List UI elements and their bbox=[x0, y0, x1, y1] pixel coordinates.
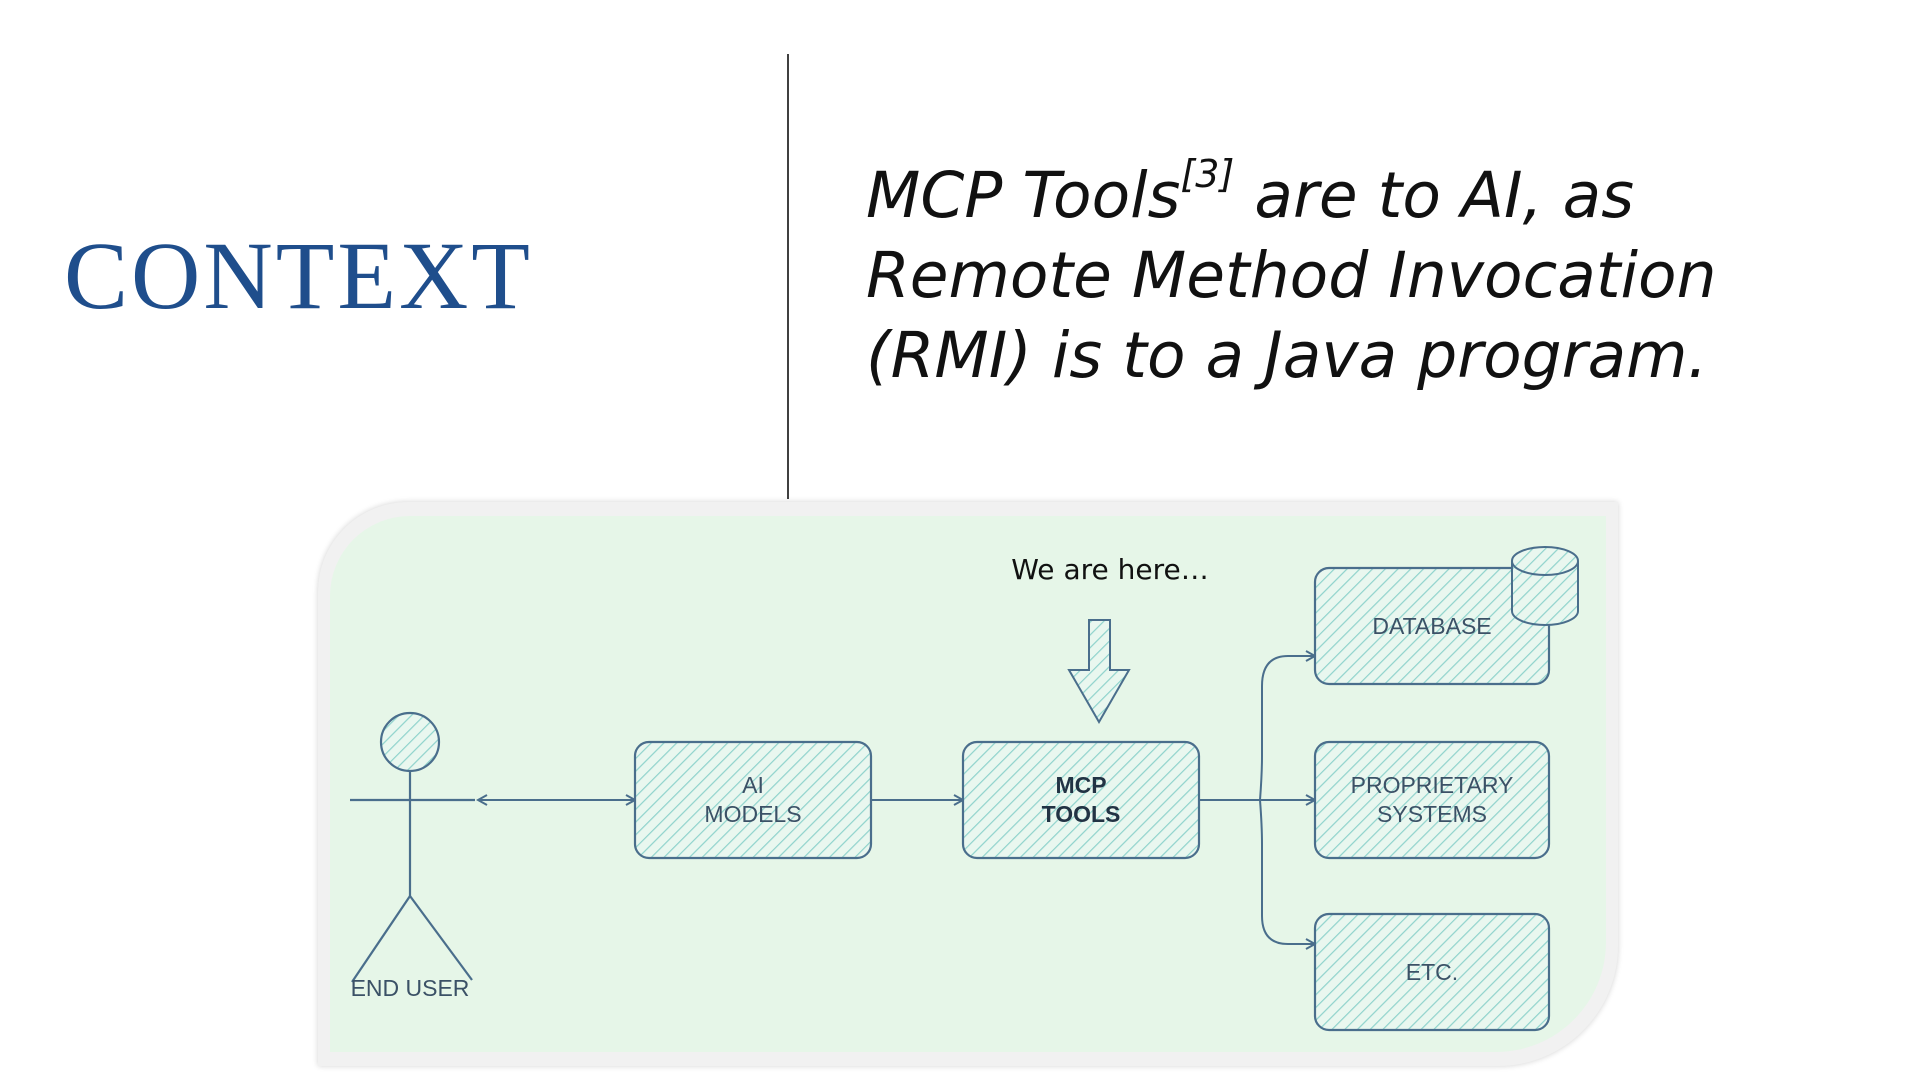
slide-title: CONTEXT bbox=[64, 222, 533, 329]
end-user-label: END USER bbox=[351, 975, 470, 1001]
to-etc-arrow bbox=[1259, 799, 1315, 944]
diagram-frame: END USER We are here… AI MODELS bbox=[318, 502, 1618, 1066]
user-head-icon bbox=[379, 711, 441, 773]
mcp-tools-label-line2: TOOLS bbox=[1042, 801, 1121, 827]
proprietary-label-line1: PROPRIETARY bbox=[1351, 772, 1514, 798]
etc-label: ETC. bbox=[1406, 959, 1458, 985]
callout-text: We are here… bbox=[1011, 553, 1208, 586]
database-box: DATABASE bbox=[1313, 546, 1579, 686]
to-database-arrow bbox=[1259, 656, 1315, 801]
connectors bbox=[478, 656, 1315, 944]
citation-marker: [3] bbox=[1180, 152, 1235, 196]
vertical-divider bbox=[787, 54, 789, 499]
database-cylinder-icon bbox=[1511, 546, 1579, 626]
quote-part-1: MCP Tools bbox=[866, 159, 1181, 232]
down-arrow-icon bbox=[1067, 619, 1131, 725]
architecture-diagram: END USER We are here… AI MODELS bbox=[350, 546, 1579, 1032]
mcp-tools-box: MCP TOOLS bbox=[961, 740, 1201, 860]
etc-box: ETC. bbox=[1313, 912, 1551, 1032]
end-user-figure bbox=[350, 711, 475, 983]
ai-models-box: AI MODELS bbox=[633, 740, 873, 860]
quote-text: MCP Tools[3] are to AI, as Remote Method… bbox=[866, 155, 1866, 396]
proprietary-systems-box: PROPRIETARY SYSTEMS bbox=[1313, 740, 1551, 860]
database-label: DATABASE bbox=[1372, 613, 1491, 639]
quote-part-2: are to AI, as Remote Method Invocation (… bbox=[866, 159, 1717, 392]
ai-models-label-line2: MODELS bbox=[704, 801, 801, 827]
diagram-panel: END USER We are here… AI MODELS bbox=[330, 516, 1606, 1052]
ai-models-label-line1: AI bbox=[742, 772, 764, 798]
mcp-tools-label-line1: MCP bbox=[1055, 772, 1106, 798]
proprietary-label-line2: SYSTEMS bbox=[1377, 801, 1487, 827]
